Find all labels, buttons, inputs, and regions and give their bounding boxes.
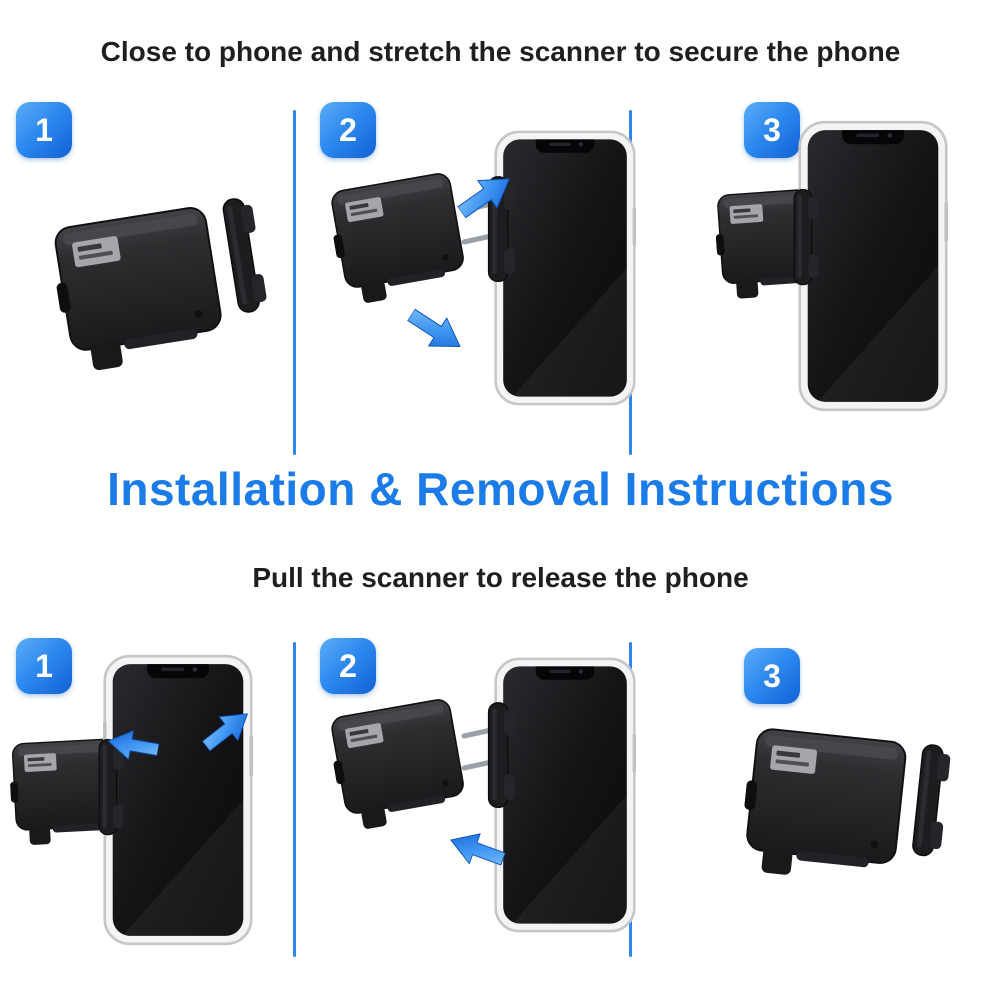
- panel-removal-step-1: [7, 632, 315, 987]
- panel-install-step-3: [668, 108, 968, 458]
- arrow-down-right-icon: [401, 300, 470, 362]
- scanner-clamp-hook: [221, 195, 270, 315]
- main-heading: Installation & Removal Instructions: [107, 463, 894, 515]
- panel-divider: [293, 642, 296, 957]
- scanner-clamp-body: [324, 171, 469, 308]
- phone-illustration: [494, 657, 636, 933]
- scanner-clamp-body: [324, 697, 469, 834]
- scanner-clamp-hook: [911, 743, 953, 858]
- clamp-releasing-phone-illustration: [324, 657, 636, 933]
- step-number: 2: [339, 647, 357, 684]
- step-badge-removal-3: 3: [744, 648, 800, 704]
- panel-install-step-1: [25, 118, 290, 453]
- scanner-clamp-illustration: [737, 726, 953, 887]
- step-number: 3: [763, 657, 781, 694]
- step-badge-install-2: 2: [320, 102, 376, 158]
- phone-held-release-illustration: [7, 654, 258, 946]
- step-badge-removal-1: 1: [16, 638, 72, 694]
- scanner-clamp-body: [46, 204, 228, 376]
- phone-illustration: [798, 120, 948, 412]
- panel-divider: [293, 110, 296, 455]
- panel-install-step-2: [322, 108, 638, 458]
- step-number: 1: [35, 111, 53, 148]
- step-number: 3: [763, 111, 781, 148]
- step-badge-install-1: 1: [16, 102, 72, 158]
- scanner-clamp-illustration: [46, 195, 270, 376]
- step-number: 2: [339, 111, 357, 148]
- phone-secured-illustration: [712, 120, 948, 412]
- install-section-title: Close to phone and stretch the scanner t…: [100, 36, 901, 67]
- panel-removal-step-2: [322, 632, 638, 982]
- scanner-clamp-body: [737, 726, 908, 887]
- clamp-approaching-phone-illustration: [324, 130, 636, 406]
- removal-section-title: Pull the scanner to release the phone: [252, 562, 749, 593]
- step-badge-install-3: 3: [744, 102, 800, 158]
- step-number: 1: [35, 647, 53, 684]
- panel-removal-step-3: [680, 648, 980, 960]
- step-badge-removal-2: 2: [320, 638, 376, 694]
- phone-illustration: [494, 130, 636, 406]
- phone-illustration: [103, 654, 253, 946]
